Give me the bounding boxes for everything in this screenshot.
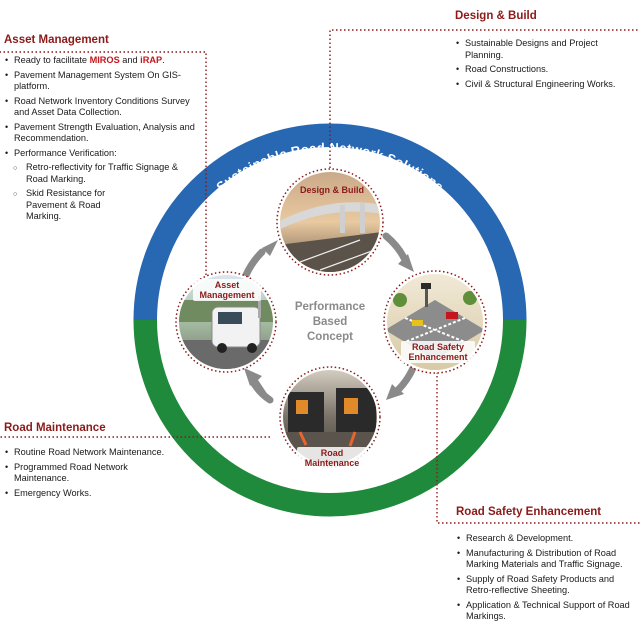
road-safety-title: Road Safety Enhancement (456, 506, 602, 518)
road-safety-list: Research & Development. Manufacturing & … (456, 533, 638, 623)
list-item: Ready to facilitate MIROS and iRAP. (4, 55, 200, 67)
leader-asset-management (0, 51, 207, 275)
node-design-build (276, 168, 384, 276)
list-subitem: Skid Resistance for Pavement & Road Mark… (4, 188, 126, 223)
center-concept-text: Performance Based Concept (290, 300, 370, 345)
design-build-panel: Design & Build Sustainable Designs and P… (455, 10, 637, 93)
design-build-list: Sustainable Designs and Project Planning… (455, 38, 637, 90)
center-line: Performance (294, 301, 366, 313)
list-item: Manufacturing & Distribution of Road Mar… (456, 548, 638, 571)
road-maintenance-title: Road Maintenance (4, 422, 106, 434)
list-item: Emergency Works. (4, 488, 184, 500)
list-item: Road Constructions. (455, 64, 637, 76)
list-item: Pavement Strength Evaluation, Analysis a… (4, 122, 200, 145)
list-item: Sustainable Designs and Project Planning… (455, 38, 637, 61)
ring-bottom-arc (133, 320, 527, 517)
arrow-to-design-build (246, 240, 278, 272)
leader-lines (0, 29, 640, 524)
road-maintenance-list: Routine Road Network Maintenance. Progra… (4, 447, 184, 499)
list-item: Routine Road Network Maintenance. (4, 447, 184, 459)
center-line: Concept (307, 331, 353, 343)
center-line: Based (312, 316, 348, 328)
asset-management-title: Asset Management (4, 34, 109, 46)
road-safety-panel: Road Safety Enhancement Research & Devel… (456, 506, 638, 626)
node-label-design-build: Design & Build (299, 185, 364, 195)
list-item: Application & Technical Support of Road … (456, 600, 638, 623)
list-item: Supply of Road Safety Products and Retro… (456, 574, 638, 597)
list-subitem: Retro-reflectivity for Traffic Signage &… (4, 162, 200, 185)
list-item: Performance Verification: (4, 148, 200, 160)
asset-management-list: Ready to facilitate MIROS and iRAP. Pave… (4, 55, 200, 223)
list-item: Research & Development. (456, 533, 638, 545)
road-maintenance-panel: Road Maintenance Routine Road Network Ma… (4, 422, 184, 502)
leader-design-build (329, 29, 640, 220)
asset-management-panel: Asset Management Ready to facilitate MIR… (4, 34, 200, 226)
design-build-title: Design & Build (455, 10, 537, 22)
list-item: Road Network Inventory Conditions Survey… (4, 96, 200, 119)
list-item: Pavement Management System On GIS-platfo… (4, 70, 200, 93)
list-item: Civil & Structural Engineering Works. (455, 79, 637, 91)
list-item: Programmed Road Network Maintenance. (4, 462, 154, 485)
